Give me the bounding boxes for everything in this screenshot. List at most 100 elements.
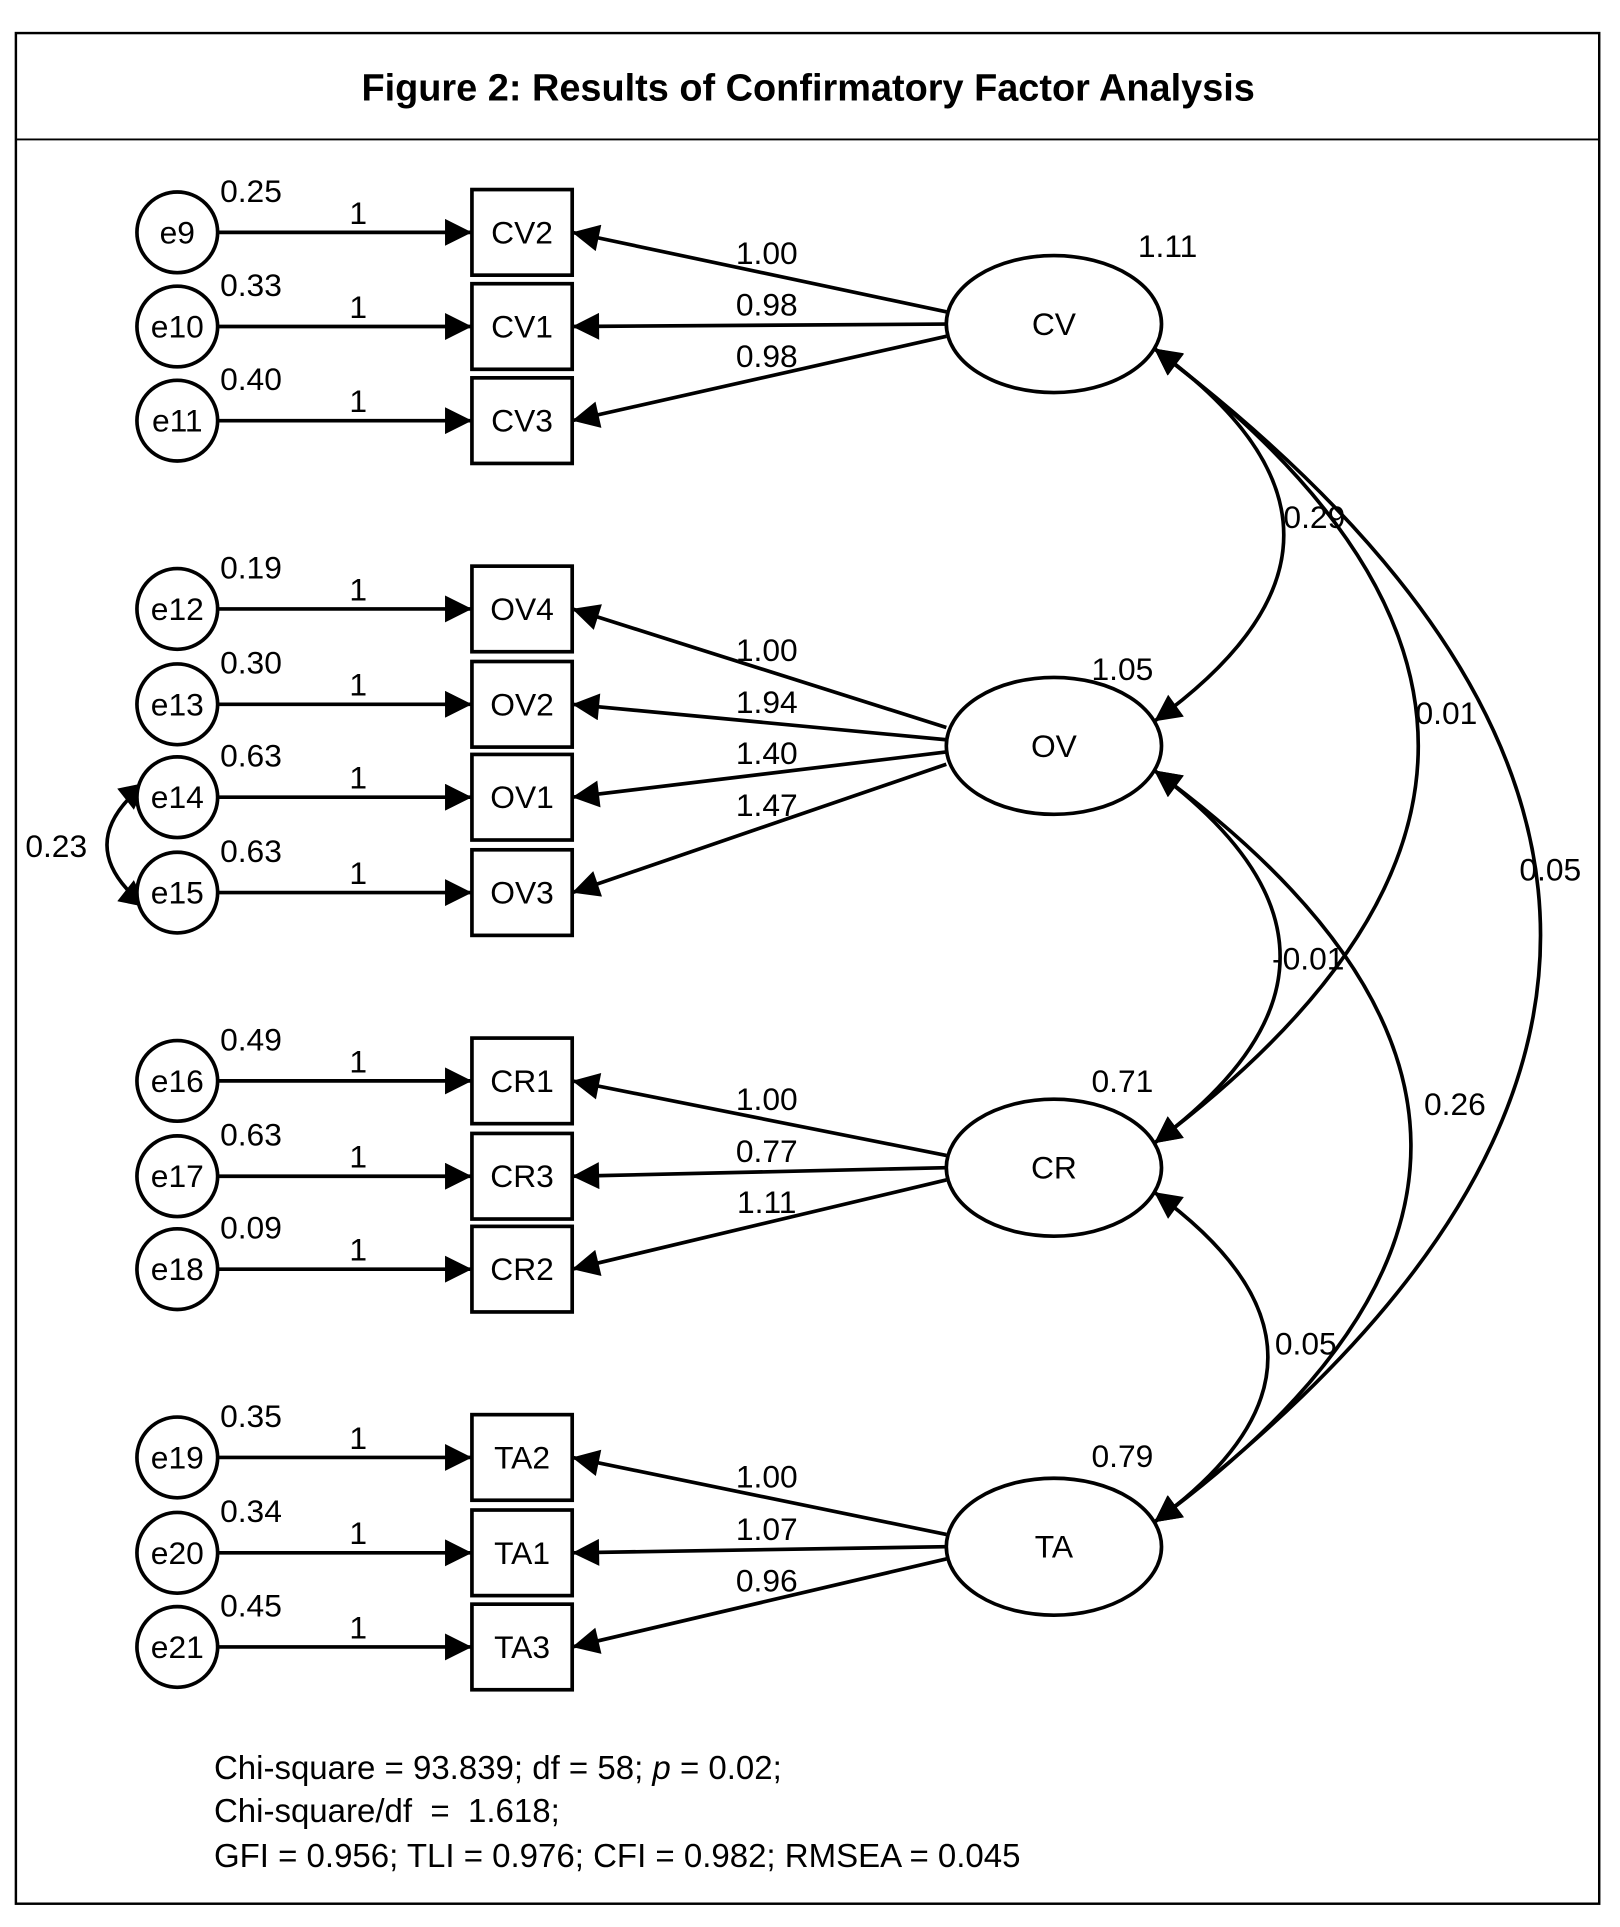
covariance-arc-CV-CR	[1153, 347, 1421, 1145]
indicator-label-OV3: OV3	[490, 875, 554, 911]
error-variance-e10: 0.33	[220, 267, 282, 303]
error-path-weight-e19: 1	[349, 1420, 367, 1456]
factor-ellipse-OV	[944, 675, 1164, 817]
error-variance-e17: 0.63	[220, 1117, 282, 1153]
loading-value-TA3: 0.96	[736, 1562, 798, 1598]
covariance-arc-OV-CR	[1153, 768, 1282, 1145]
loading-value-CV3: 0.98	[736, 338, 798, 374]
loading-value-CV1: 0.98	[736, 286, 798, 322]
error-label-e13: e13	[151, 686, 204, 722]
loading-value-OV1: 1.40	[736, 735, 798, 771]
indicator-label-CR1: CR1	[490, 1063, 554, 1099]
error-variance-e20: 0.34	[220, 1493, 282, 1529]
error-variance-e21: 0.45	[220, 1587, 282, 1623]
error-circle-e16	[135, 1038, 220, 1124]
loading-value-CR3: 0.77	[736, 1133, 798, 1169]
indicator-box-OV4	[470, 564, 575, 654]
factor-ellipse-CR	[944, 1097, 1164, 1238]
factor-label-OV: OV	[1031, 728, 1078, 764]
indicator-box-TA2	[470, 1412, 575, 1503]
error-circle-e20	[135, 1510, 220, 1595]
indicator-box-TA1	[470, 1508, 575, 1598]
loading-value-CV2: 1.00	[736, 235, 798, 271]
factor-variance-CV: 1.11	[1138, 228, 1197, 264]
indicator-box-CV2	[470, 187, 575, 277]
factor-label-TA: TA	[1035, 1529, 1074, 1565]
error-circle-e10	[135, 284, 220, 369]
loading-path-CV2	[571, 224, 947, 314]
loading-path-OV1	[571, 750, 947, 808]
error-label-e9: e9	[160, 214, 195, 250]
indicator-box-OV1	[470, 752, 575, 842]
loading-path-OV3	[571, 762, 947, 897]
indicator-label-OV2: OV2	[490, 686, 554, 722]
covariance-arc-OV-TA	[1153, 768, 1413, 1524]
figure-frame	[14, 31, 1601, 1905]
indicator-label-OV4: OV4	[490, 591, 554, 627]
loading-path-CV3	[571, 334, 947, 428]
loading-path-CR1	[571, 1072, 947, 1158]
error-path-weight-e17: 1	[349, 1139, 367, 1175]
indicator-box-CV1	[470, 281, 575, 372]
loading-value-OV2: 1.94	[736, 684, 798, 720]
loading-value-OV4: 1.00	[736, 632, 798, 668]
error-label-e17: e17	[151, 1158, 204, 1194]
loading-path-TA1	[572, 1538, 947, 1566]
covariance-value-OV-CR: -0.01	[1272, 941, 1344, 977]
error-label-e10: e10	[151, 309, 204, 345]
nodes-layer: CV2e9CV1e10CV3e11OV4e12OV2e13OV1e14OV3e1…	[135, 187, 1164, 1692]
fit-p-value: = 0.02;	[671, 1749, 782, 1786]
indicator-box-CR1	[470, 1036, 575, 1126]
indicator-label-CV3: CV3	[491, 403, 553, 439]
covariance-value-CV-CR: 0.01	[1415, 695, 1477, 731]
error-label-e14: e14	[151, 779, 204, 815]
fit-line-1: Chi-square = 93.839; df = 58; p = 0.02;	[214, 1749, 782, 1786]
indicator-label-CV1: CV1	[491, 309, 553, 345]
loading-path-CV1	[572, 312, 947, 340]
factor-ellipse-CV	[944, 253, 1164, 395]
error-path-weight-e15: 1	[349, 855, 367, 891]
error-circle-e18	[135, 1226, 220, 1312]
error-variance-e15: 0.63	[220, 833, 282, 869]
fit-chi-square: Chi-square = 93.839; df = 58;	[214, 1749, 652, 1786]
error-path-weight-e13: 1	[349, 667, 367, 703]
loading-path-TA3	[571, 1557, 947, 1654]
error-variance-e16: 0.49	[220, 1021, 282, 1057]
error-path-weight-e12: 1	[349, 571, 367, 607]
error-variance-e19: 0.35	[220, 1398, 282, 1434]
edges-layer	[105, 218, 1543, 1661]
error-variance-e9: 0.25	[220, 173, 282, 209]
indicator-label-TA3: TA3	[494, 1629, 550, 1665]
loading-path-OV2	[572, 693, 947, 742]
covariance-arc-CV-TA	[1153, 347, 1543, 1524]
error-variance-e12: 0.19	[220, 549, 282, 585]
covariance-arc-CV-OV	[1153, 347, 1286, 723]
factor-variance-OV: 1.05	[1091, 651, 1153, 687]
indicator-label-OV1: OV1	[490, 779, 554, 815]
error-variance-e18: 0.09	[220, 1210, 282, 1246]
indicator-label-CR3: CR3	[490, 1158, 554, 1194]
figure-title: Figure 2: Results of Confirmatory Factor…	[361, 67, 1254, 109]
indicator-label-TA2: TA2	[494, 1439, 550, 1475]
error-circle-e13	[135, 662, 220, 747]
error-circle-e11	[135, 378, 220, 463]
fit-line-2: Chi-square/df = 1.618;	[214, 1792, 560, 1829]
error-variance-e14: 0.63	[220, 738, 282, 774]
fit-line-3: GFI = 0.956; TLI = 0.976; CFI = 0.982; R…	[214, 1837, 1021, 1874]
error-circle-e14	[135, 755, 220, 840]
error-circle-e21	[135, 1604, 220, 1690]
factor-label-CV: CV	[1032, 306, 1077, 342]
error-label-e18: e18	[151, 1251, 204, 1287]
error-path-weight-e20: 1	[349, 1515, 367, 1551]
error-circle-e19	[135, 1415, 220, 1500]
loading-value-CR2: 1.11	[737, 1184, 796, 1220]
loading-value-TA2: 1.00	[736, 1459, 798, 1495]
indicator-box-CR2	[470, 1224, 575, 1314]
covariance-value-OV-TA: 0.26	[1424, 1086, 1486, 1122]
indicator-box-CV3	[470, 376, 575, 466]
error-path-weight-e21: 1	[349, 1609, 367, 1645]
indicator-label-CV2: CV2	[491, 214, 553, 250]
error-path-weight-e11: 1	[349, 383, 367, 419]
covariance-value-CV-OV: 0.29	[1283, 499, 1345, 535]
